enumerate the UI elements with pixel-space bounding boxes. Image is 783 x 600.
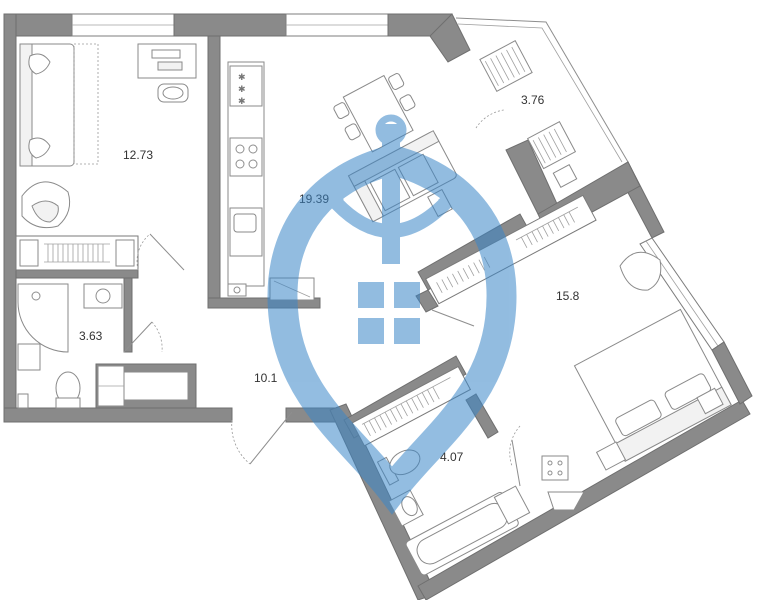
armchair-seat: [31, 200, 59, 223]
anchor-arms: [324, 191, 458, 238]
balcony-rail: [455, 17, 629, 163]
room-area-label: 3.63: [79, 329, 103, 343]
bathtub: [405, 492, 519, 576]
wall-segment: [123, 277, 133, 353]
wall-segment: [3, 13, 17, 423]
wall-segment: [429, 13, 471, 63]
room-area-label: 10.1: [254, 371, 278, 385]
chair-seat: [162, 86, 184, 100]
room-bedroom-left: 12.73: [15, 43, 197, 271]
window-pane: [358, 318, 384, 344]
dining-chair: [399, 94, 416, 112]
bed-extension-outline: [73, 43, 99, 165]
lounge-chair: [526, 120, 577, 170]
wall-segment: [711, 341, 753, 405]
door-swing: [231, 419, 251, 465]
monitor: [151, 49, 181, 59]
stove-top: [229, 65, 263, 107]
wardrobe-drawer: [115, 239, 135, 267]
wardrobe-hangers: [44, 243, 110, 263]
window-pane: [394, 282, 420, 308]
wall-segment: [207, 297, 321, 309]
armchair: [619, 251, 662, 291]
door-swing: [475, 109, 505, 129]
pillow: [28, 53, 51, 75]
cabinet: [541, 455, 569, 481]
burner-icon: ✱: [238, 73, 246, 83]
entrance-door-leaf: [249, 411, 293, 465]
washing-machine: [83, 283, 123, 309]
wall-segment: [3, 407, 233, 423]
burner-icon: ✱: [238, 85, 246, 95]
window-pane: [394, 318, 420, 344]
nightstand: [595, 441, 627, 471]
dining-chair: [344, 123, 361, 141]
pillow: [664, 373, 712, 410]
sink-basin: [233, 213, 257, 233]
room-area-label: 15.8: [556, 289, 580, 303]
balcony-table: [552, 164, 578, 188]
nightstand: [696, 387, 724, 415]
room-area-label: 4.07: [440, 450, 464, 464]
door-swing: [509, 425, 521, 467]
wall-segment: [417, 399, 751, 600]
sofa-back: [19, 43, 33, 167]
wall-segment: [207, 35, 221, 307]
room-hallway: 10.1: [97, 365, 293, 465]
toilet-tank: [55, 397, 81, 409]
anchor-fluke: [438, 184, 460, 206]
room-bedroom-right: 15.8: [425, 194, 732, 471]
dining-chair: [333, 102, 350, 120]
window-pane: [358, 282, 384, 308]
anchor-shield-logo: [267, 114, 517, 515]
door-swing: [151, 321, 163, 353]
door-leaf: [511, 439, 521, 487]
door-leaf: [123, 321, 153, 353]
room-bathroom-left: 3.63: [17, 283, 163, 409]
bed: [573, 308, 732, 462]
sink: [17, 343, 41, 371]
room-bathroom-right: 4.07: [351, 365, 585, 576]
room-area-label: 12.73: [123, 148, 153, 162]
wall-segment: [15, 269, 139, 279]
pillow: [615, 399, 662, 437]
door-leaf: [149, 233, 185, 271]
anchor-ring: [375, 114, 407, 146]
hob: [229, 137, 263, 177]
dining-chair: [388, 73, 405, 90]
wardrobe-drawer: [19, 239, 39, 267]
keyboard: [157, 61, 183, 71]
pillow: [28, 137, 51, 159]
balcony-chair: [479, 40, 533, 92]
dining-table: [342, 74, 414, 153]
shield-outline: [267, 144, 517, 515]
room-area-label: 3.76: [521, 93, 545, 107]
shower: [17, 283, 69, 353]
burner-icon: ✱: [238, 97, 246, 107]
bin: [17, 393, 29, 409]
lounge-chair: [479, 40, 533, 92]
balcony-chair: [526, 120, 577, 170]
room-balcony: 3.76: [475, 40, 578, 188]
washing-machine: [493, 485, 531, 525]
basin-counter: [547, 491, 585, 511]
door-swing: [136, 233, 151, 271]
wall-segment: [173, 13, 287, 37]
door-leaf: [431, 309, 475, 327]
anchor-fluke: [322, 184, 344, 206]
washer: [227, 283, 247, 297]
desk: [137, 43, 197, 79]
